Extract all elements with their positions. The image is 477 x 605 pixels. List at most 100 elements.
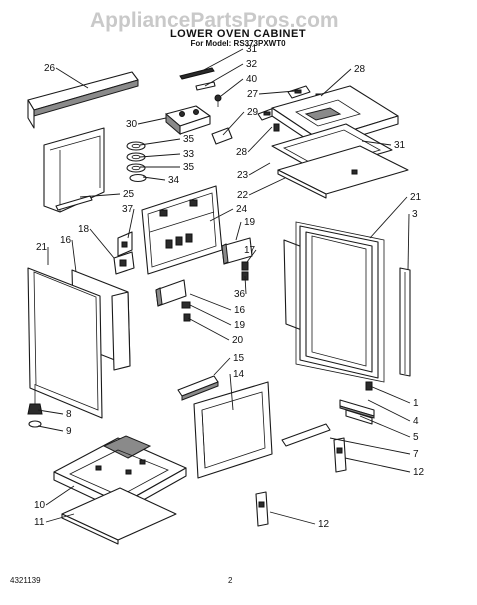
callout-c10: 10 [34, 485, 75, 511]
callout-number: 16 [234, 305, 246, 316]
callout-number: 21 [36, 242, 48, 253]
callout-number: 31 [394, 140, 406, 151]
callout-c4: 4 [367, 399, 419, 427]
callout-c35a: 35 [139, 134, 195, 146]
callout-c36: 36 [234, 275, 247, 300]
callout-c35b: 35 [140, 162, 195, 173]
leader-line [71, 239, 77, 273]
callout-number: 37 [122, 204, 134, 215]
leader-line [204, 63, 244, 87]
callout-c15: 15 [213, 353, 245, 376]
leader-line [139, 153, 181, 158]
callout-number: 5 [413, 432, 419, 443]
callout-number: 7 [413, 449, 419, 460]
part-14-frame [193, 381, 273, 479]
part-35-gasket-b [126, 163, 146, 173]
leader-line [407, 213, 410, 271]
leader-line [329, 437, 411, 455]
leader-line [89, 228, 115, 259]
part-4-rail [339, 399, 375, 419]
callout-c34: 34 [142, 175, 180, 186]
callout-c11: 11 [34, 513, 75, 528]
part-21-door-left [27, 267, 103, 419]
leader-line [369, 385, 411, 404]
callout-number: 17 [244, 245, 256, 256]
leader-line [248, 177, 286, 196]
part-9-leg [28, 384, 42, 428]
callout-c14: 14 [229, 369, 245, 411]
callout-number: 12 [318, 519, 330, 530]
callout-number: 10 [34, 500, 46, 511]
callout-c5: 5 [359, 415, 419, 443]
callout-number: 14 [233, 369, 245, 380]
leader-line [37, 409, 64, 415]
part-26-top-trim [27, 71, 139, 129]
part-30-block [165, 105, 211, 136]
callout-c19b: 19 [189, 304, 246, 331]
callout-number: 36 [234, 289, 246, 300]
callout-c21a: 21 [369, 192, 422, 239]
part-25-left-panel [43, 127, 105, 213]
leader-line [247, 126, 273, 153]
leader-line [79, 193, 121, 198]
leader-line [235, 221, 242, 241]
part-12-bracket-lower [255, 491, 269, 527]
callout-number: 25 [123, 189, 135, 200]
part-19-bracket-lower [181, 301, 191, 309]
leader-line [320, 68, 352, 97]
leader-line [127, 208, 135, 239]
part-24-rear-panel [141, 185, 223, 275]
part-27-plate-a [287, 85, 311, 99]
callout-number: 26 [44, 63, 56, 74]
callout-c33: 33 [139, 149, 195, 160]
callout-number: 16 [60, 235, 72, 246]
callout-c12a: 12 [344, 457, 425, 478]
callout-c19a: 19 [235, 217, 256, 241]
callout-c3: 3 [407, 209, 418, 271]
part-34-gasket [129, 173, 147, 183]
callout-number: 33 [183, 149, 195, 160]
leader-line [45, 513, 75, 523]
callout-number: 28 [236, 147, 248, 158]
callout-number: 35 [183, 134, 195, 145]
callout-number: 30 [126, 119, 138, 130]
callout-c17: 17 [244, 245, 257, 263]
callout-number: 24 [236, 204, 248, 215]
watermark: AppliancePartsPros.com [90, 9, 339, 32]
callout-number: 11 [34, 517, 45, 528]
leader-line [244, 275, 247, 295]
callout-number: 20 [232, 335, 244, 346]
callout-c40: 40 [220, 74, 258, 97]
callout-c30: 30 [126, 117, 167, 130]
leader-line [258, 90, 296, 95]
document-number: 4321139 [10, 576, 41, 585]
part-29-bracket [211, 127, 233, 145]
callout-c21b: 21 [36, 242, 49, 265]
callout-number: 31 [246, 44, 258, 55]
leader-line [37, 425, 64, 432]
callout-c22: 22 [237, 177, 286, 201]
callout-number: 19 [234, 320, 246, 331]
leader-line [189, 304, 232, 326]
callout-c8: 8 [37, 409, 72, 420]
leader-line [220, 78, 244, 97]
page-number: 2 [228, 576, 233, 585]
leader-line [187, 317, 230, 341]
leader-line [209, 208, 234, 222]
part-20-clip [183, 313, 191, 322]
callout-c37: 37 [122, 204, 135, 239]
callout-number: 18 [78, 224, 90, 235]
callout-c7: 7 [329, 437, 419, 460]
part-7-strip [281, 423, 331, 447]
callout-number: 29 [247, 107, 259, 118]
part-door-frame [299, 225, 379, 379]
callout-number: 34 [168, 175, 180, 186]
callout-number: 3 [412, 209, 418, 220]
leader-line [344, 457, 411, 473]
callout-number: 23 [237, 170, 249, 181]
leader-line [189, 293, 232, 311]
callout-number: 27 [247, 89, 259, 100]
